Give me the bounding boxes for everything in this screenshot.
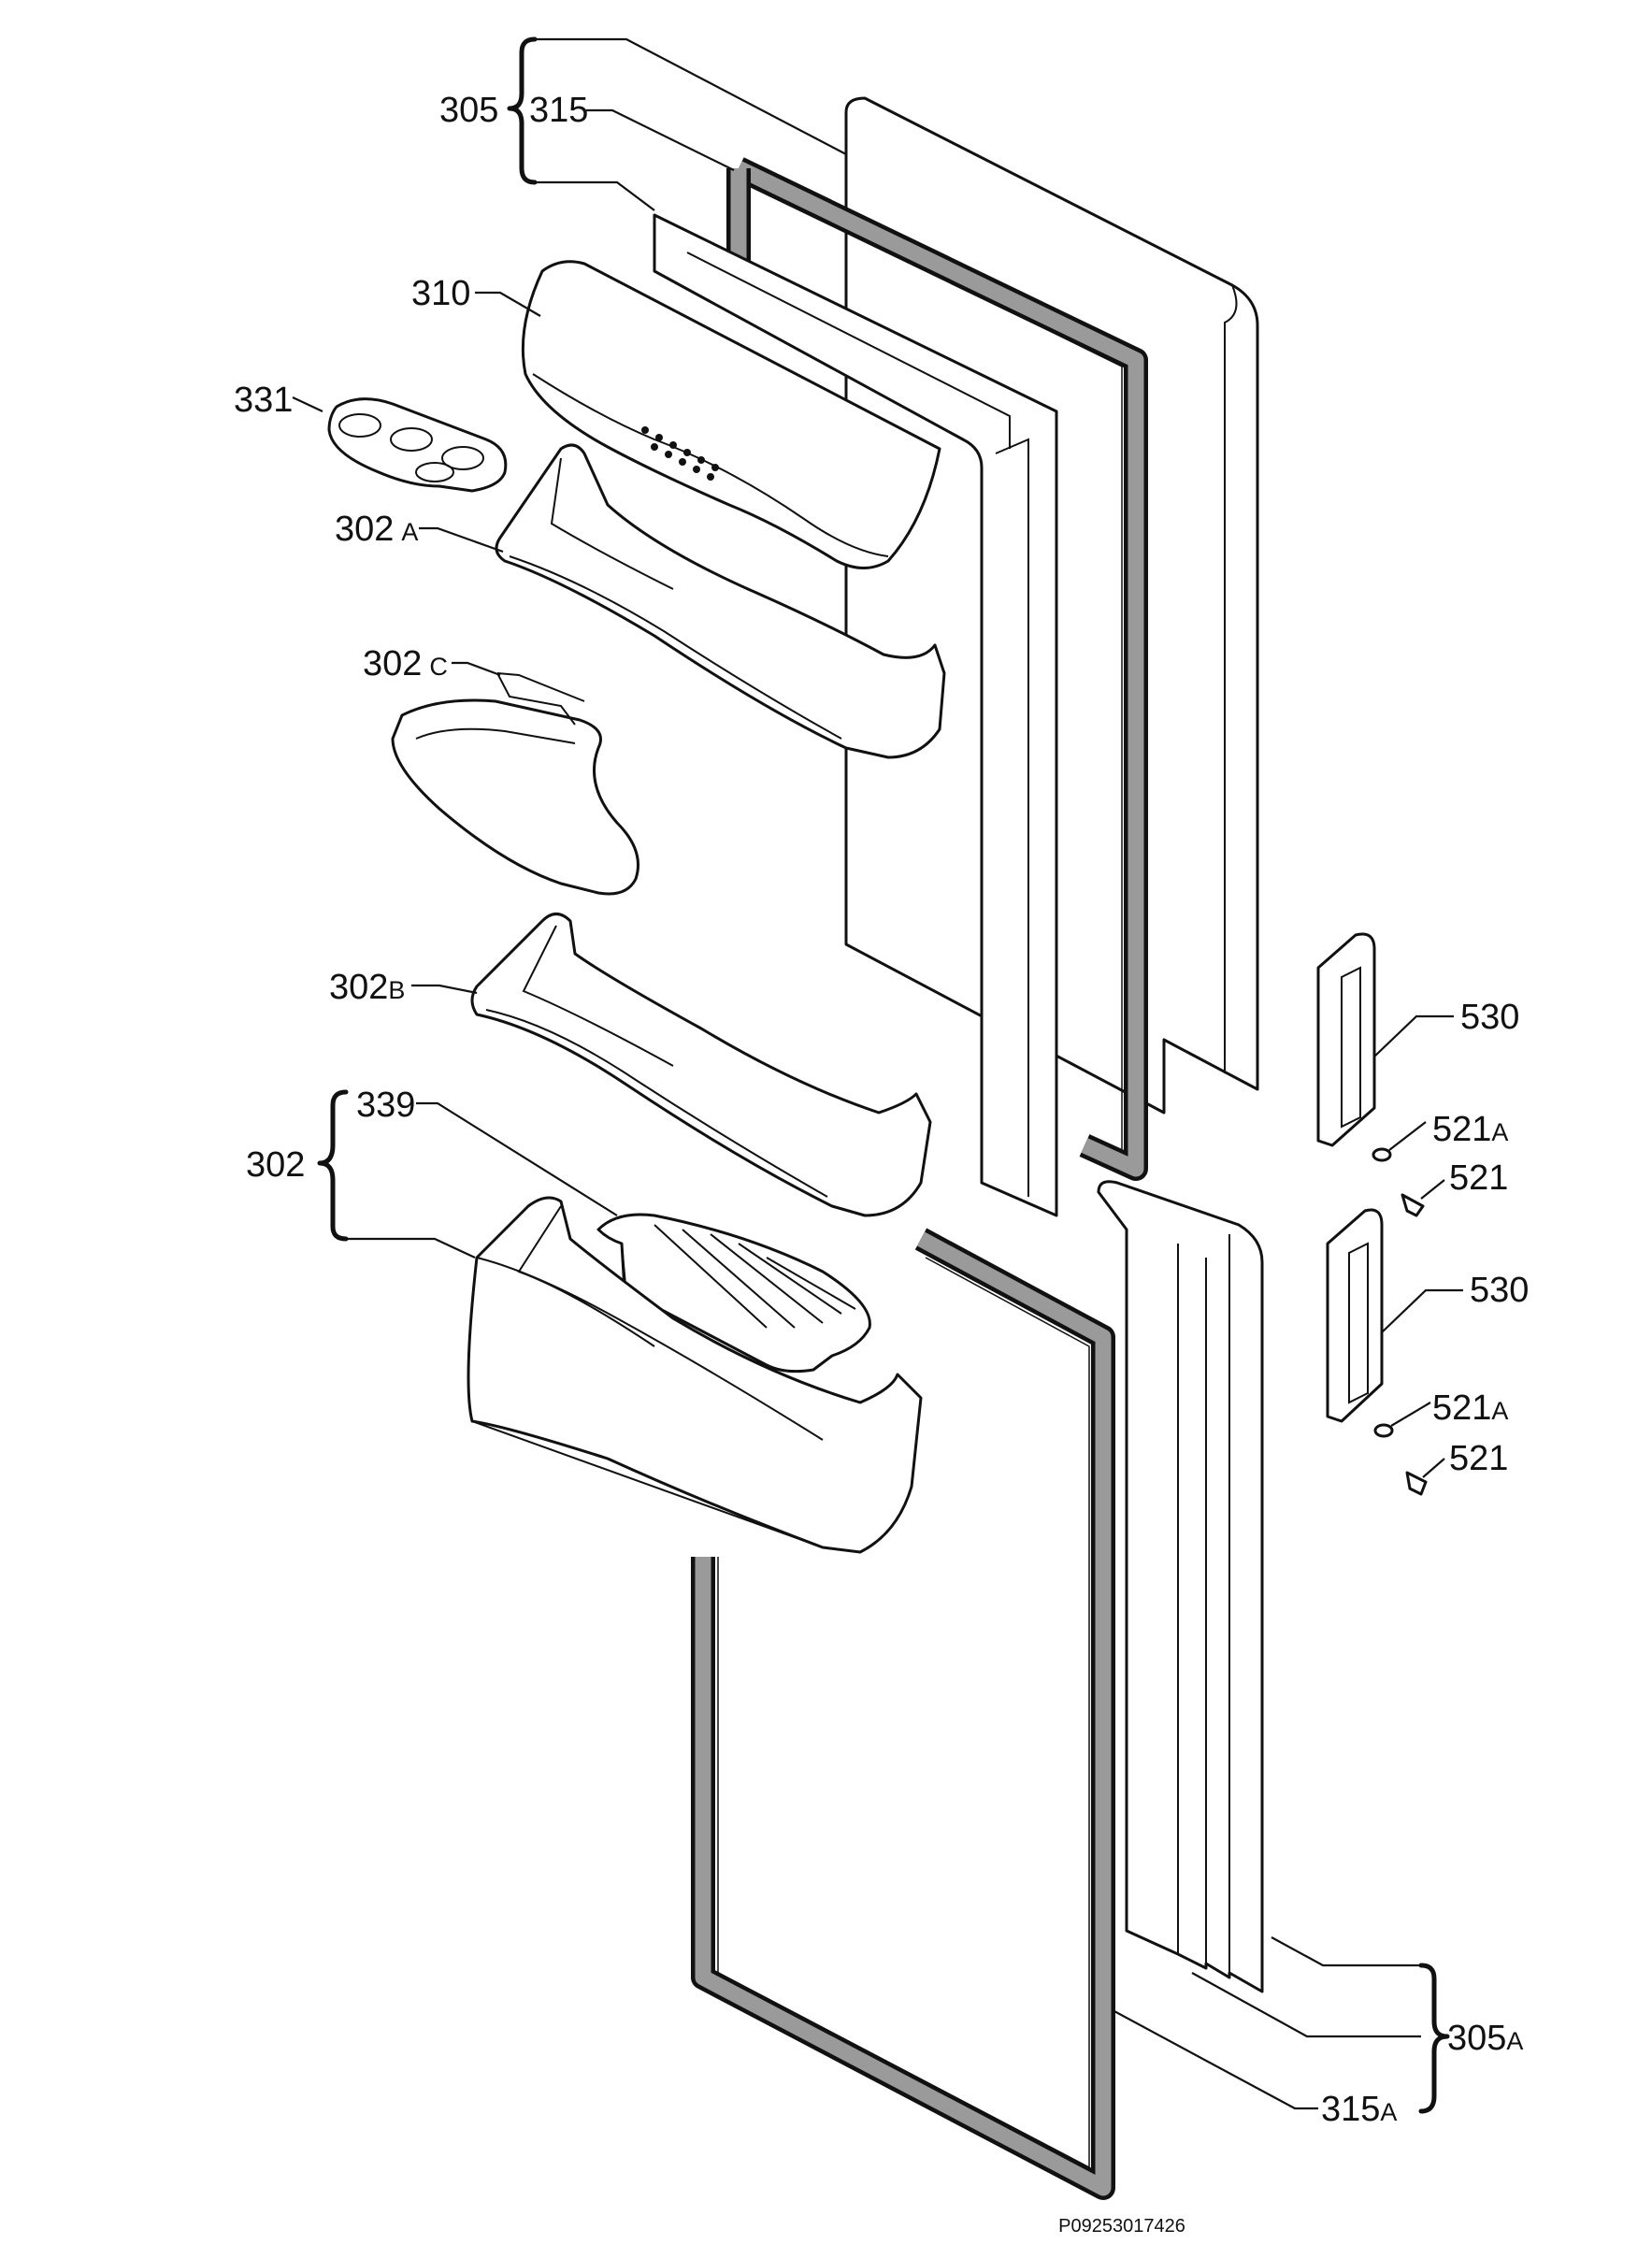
leader-305a-mid [1191,1972,1421,2038]
leader-305a-top [1271,1936,1421,1967]
leader-521-upper [1420,1179,1445,1200]
label-302: 302 [246,1145,305,1185]
lower-door-panel-305a [1097,1180,1264,1993]
bottle-rack-339 [596,1213,871,1374]
door-shelf-302 [467,1196,923,1554]
leader-521-lower [1422,1458,1445,1478]
label-521a-lower: 521A [1432,1388,1508,1428]
label-530-lower: 530 [1470,1271,1529,1310]
label-521a-upper: 521A [1432,1110,1508,1149]
bottle-holder-302c [391,672,639,896]
screw-cap-521a-lower [1373,1423,1394,1438]
screw-521-lower [1405,1471,1428,1496]
leader-302-lower [346,1237,476,1259]
label-331: 331 [234,381,293,420]
label-305: 305 [439,91,498,130]
leader-521a-upper [1388,1121,1427,1151]
screw-cap-521a-upper [1372,1147,1392,1162]
leader-339 [416,1101,618,1216]
label-521-lower: 521 [1449,1439,1508,1478]
leader-315 [586,108,735,171]
lower-door-inner-liner [921,1225,1117,2188]
leader-521a-lower [1390,1402,1431,1427]
brace-302 [317,1089,349,1242]
leader-305-bottom [535,180,655,211]
screw-521-upper [1401,1193,1425,1217]
lower-door-gasket-315a [691,1228,1115,2200]
document-code: P09253017426 [1058,2216,1185,2237]
leader-331 [292,396,323,412]
door-shelf-302a [495,443,946,759]
label-521-upper: 521 [1449,1158,1508,1198]
leader-305-top [535,37,847,155]
label-339: 339 [356,1086,415,1125]
door-handle-530-lower [1326,1208,1384,1423]
brace-305 [507,36,538,185]
lid-vent-holes [641,426,719,481]
brace-305a [1418,1963,1450,2114]
label-302b: 302B [329,968,405,1007]
leader-302a [419,526,504,554]
dairy-compartment-lid-310 [521,260,941,569]
label-310: 310 [411,274,470,313]
label-315a: 315A [1321,2090,1397,2129]
leader-302b [411,984,478,995]
leader-530-lower [1381,1288,1463,1333]
label-530-upper: 530 [1460,998,1519,1037]
label-315: 315 [529,91,588,130]
door-shelf-302b [470,913,932,1217]
label-305a: 305A [1447,2019,1523,2058]
leader-310 [475,291,541,317]
leader-302c [452,661,501,677]
leader-315a [1112,2009,1318,2110]
upper-door-inner-liner [653,213,1058,1217]
leader-530-upper [1373,1014,1454,1057]
door-handle-530-upper [1316,932,1376,1147]
egg-tray-331 [327,397,508,493]
